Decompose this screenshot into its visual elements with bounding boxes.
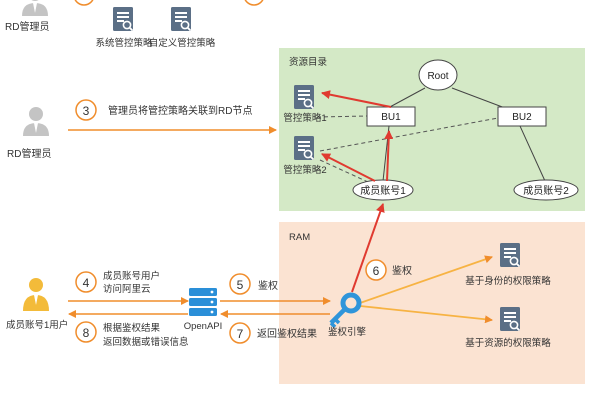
tree-edge-root-bu2	[451, 87, 506, 109]
bu1-label: BU1	[381, 112, 401, 123]
top-step-badge-partial-2	[244, 0, 264, 6]
step6-text: 鉴权	[392, 264, 412, 277]
member1-node	[352, 179, 414, 201]
step7-text: 返回鉴权结果	[257, 327, 317, 340]
system-policy-icon	[112, 6, 134, 32]
tree-edge-bu2-member2	[519, 125, 546, 182]
identity-policy-label: 基于身份的权限策略	[465, 275, 551, 287]
step4-line1: 成员账号用户	[103, 270, 160, 282]
top-step-badge-partial	[74, 0, 94, 6]
key-icon	[329, 292, 362, 329]
step8-line1: 根据鉴权结果	[103, 322, 161, 334]
policy2-label: 管控策略2	[283, 164, 326, 176]
custom-policy-icon	[170, 6, 192, 32]
rd-admin-mid-label: RD管理员	[7, 147, 51, 160]
resource-directory-title: 资源目录	[289, 57, 328, 68]
step8-badge	[75, 321, 97, 343]
step4-number: 4	[83, 276, 90, 290]
step5-badge	[229, 273, 251, 295]
red-arrow-engine-to-member1	[351, 203, 385, 293]
step8-number: 8	[83, 326, 90, 340]
custom-policy-label: 自定义管控策略	[149, 37, 216, 49]
step6-badge	[365, 259, 387, 281]
bu2-node	[497, 106, 547, 127]
member-user-label: 成员账号1用户	[6, 319, 68, 331]
openapi-label: OpenAPI	[184, 321, 223, 332]
step4-badge	[75, 271, 97, 293]
step8-line2: 返回数据或错误信息	[103, 336, 189, 348]
root-node	[418, 59, 458, 91]
dashed-link-policy2-member1	[319, 159, 369, 183]
auth-engine-label: 鉴权引擎	[328, 326, 367, 338]
member2-label: 成员账号2	[523, 185, 569, 197]
step3-text: 管理员将管控策略关联到RD节点	[108, 104, 252, 117]
ram-title: RAM	[289, 232, 310, 243]
red-arrow-member1-to-bu1	[384, 130, 394, 182]
tree-edge-root-bu1	[387, 87, 426, 109]
dashed-link-policy1-bu1	[316, 115, 368, 118]
policy1-label: 管控策略1	[283, 112, 326, 124]
step6-number: 6	[373, 264, 380, 278]
bu2-label: BU2	[512, 112, 532, 123]
rd-admin-top-icon	[22, 0, 48, 16]
step5-text: 鉴权	[258, 279, 278, 292]
resource-policy-label: 基于资源的权限策略	[465, 337, 551, 349]
step7-number: 7	[237, 327, 244, 341]
step4-line2: 访问阿里云	[103, 283, 151, 295]
member-user-icon	[23, 278, 49, 311]
step5-number: 5	[237, 278, 244, 292]
policy1-icon	[293, 84, 315, 110]
arrow-engine-to-resource-policy	[359, 305, 493, 324]
red-arrow-bu1-to-policy1	[321, 90, 392, 108]
system-policy-label: 系统管控策略	[95, 37, 153, 49]
step3-number: 3	[83, 104, 90, 118]
root-label: Root	[427, 71, 448, 82]
step7-badge	[229, 322, 251, 344]
ram-panel	[279, 222, 585, 384]
rd-admin-top-label: RD管理员	[5, 20, 49, 33]
red-arrow-member1-to-policy2	[321, 153, 376, 182]
rd-admin-mid-icon	[23, 107, 49, 136]
openapi-server-icon	[189, 288, 217, 316]
resource-policy-icon	[499, 306, 521, 332]
member2-node	[513, 179, 579, 201]
step3-badge	[75, 99, 97, 121]
identity-policy-icon	[499, 242, 521, 268]
dashed-link-policy2-bu2	[319, 117, 499, 152]
member1-label: 成员账号1	[360, 185, 406, 197]
arrow-engine-to-identity-policy	[359, 255, 493, 304]
policy2-icon	[293, 135, 315, 161]
